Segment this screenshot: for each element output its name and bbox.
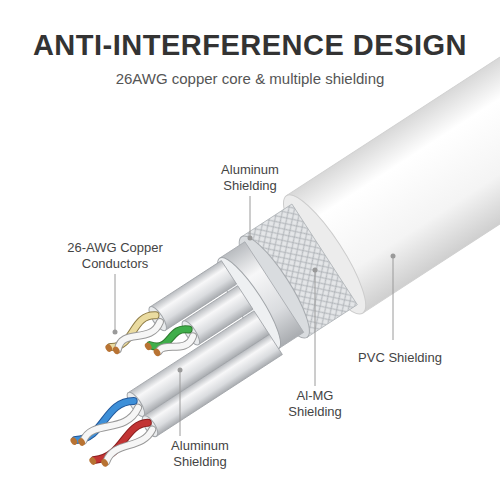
copper-tip: [69, 436, 78, 446]
wire: [104, 427, 154, 463]
part-label: PVC Shielding: [355, 350, 445, 366]
copper-tip: [100, 458, 109, 468]
leader-dot: [178, 368, 183, 373]
wire: [81, 403, 140, 446]
copper-tip: [104, 343, 113, 353]
part-label: Aluminum Shielding: [205, 162, 295, 194]
cable-body: [22, 0, 500, 485]
leader-line: [115, 274, 116, 330]
wire: [81, 403, 140, 446]
copper-tip: [77, 437, 86, 447]
wire: [104, 427, 154, 463]
part-label: Al-MG Shielding: [270, 388, 360, 420]
leader-line: [250, 196, 251, 236]
leader-dot: [248, 236, 253, 241]
subtitle: 26AWG copper core & multiple shielding: [116, 70, 385, 87]
copper-tip: [112, 345, 121, 355]
leader-lines: [113, 196, 396, 436]
leader-dot: [113, 330, 118, 335]
part-label: Aluminum Shielding: [155, 438, 245, 470]
leader-dot: [313, 268, 318, 273]
leader-line: [393, 258, 394, 340]
copper-tip: [144, 341, 153, 351]
leader-line: [180, 372, 181, 436]
part-label: 26-AWG Copper Conductors: [45, 240, 185, 272]
leader-dot: [391, 254, 396, 259]
copper-tip: [88, 456, 97, 466]
copper-tip: [152, 347, 161, 357]
title: ANTI-INTERFERENCE DESIGN: [33, 29, 467, 62]
pair-foil: [143, 334, 282, 436]
leader-line: [315, 272, 316, 386]
